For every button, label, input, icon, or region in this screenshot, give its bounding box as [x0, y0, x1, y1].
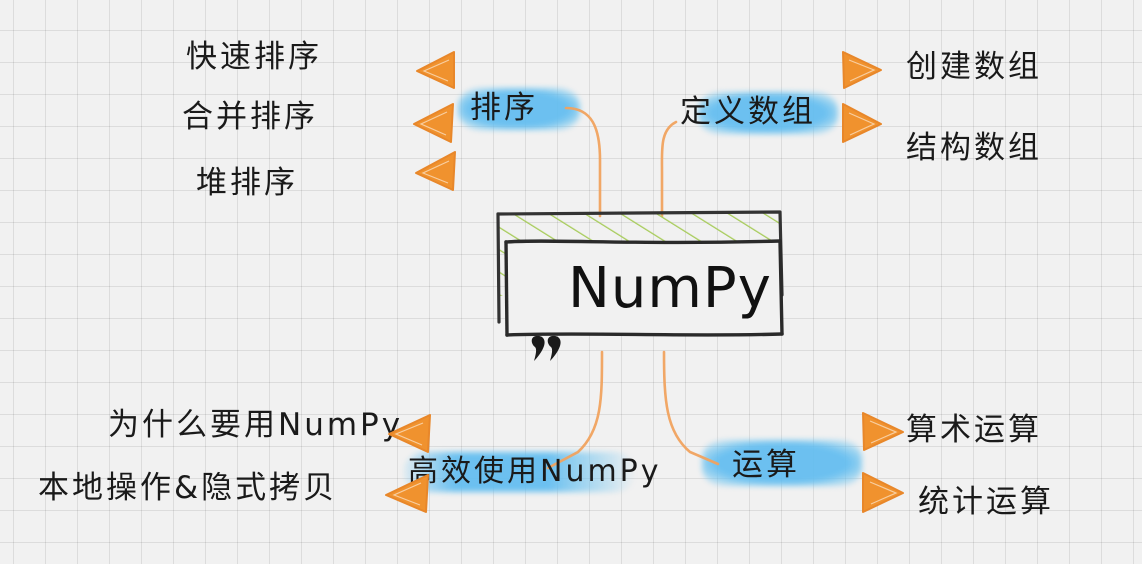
arrow-efficient-copy [385, 474, 429, 513]
leaf-statistical-ops[interactable]: 统计运算 [918, 484, 1054, 520]
highlight-define-array [698, 92, 838, 134]
arrow-sorting-quick [416, 51, 455, 89]
highlight-efficient-use [404, 452, 636, 492]
center-node-numpy[interactable]: NumPy [490, 200, 810, 385]
branch-label-operations[interactable]: 运算 [732, 447, 800, 483]
leaf-create-array[interactable]: 创建数组 [906, 49, 1042, 85]
leaf-inplace-copy[interactable]: 本地操作&隐式拷贝 [38, 470, 338, 506]
quote-mark-icon [531, 335, 561, 361]
arrow-define-create [842, 51, 882, 89]
highlight-sorting [458, 88, 580, 130]
leaf-merge-sort[interactable]: 合并排序 [182, 99, 318, 135]
leaf-arithmetic-ops[interactable]: 算术运算 [906, 412, 1042, 448]
arrow-ops-arith [862, 412, 904, 451]
highlight-operations [702, 440, 862, 486]
leaf-quick-sort[interactable]: 快速排序 [186, 39, 322, 75]
arrow-ops-stat [862, 472, 904, 513]
arrow-sorting-heap [415, 151, 456, 191]
leaf-heap-sort[interactable]: 堆排序 [196, 165, 298, 201]
branch-label-efficient-use[interactable]: 高效使用NumPy [408, 454, 662, 489]
arrow-sorting-merge [413, 103, 454, 143]
branch-label-sorting[interactable]: 排序 [470, 90, 538, 126]
center-label-numpy: NumPy [568, 256, 772, 321]
leaf-why-numpy[interactable]: 为什么要用NumPy [108, 407, 404, 443]
branch-label-define-array[interactable]: 定义数组 [680, 94, 816, 130]
arrow-define-struct [842, 103, 882, 143]
leaf-structured-array[interactable]: 结构数组 [906, 130, 1042, 166]
arrow-efficient-why [388, 414, 431, 453]
